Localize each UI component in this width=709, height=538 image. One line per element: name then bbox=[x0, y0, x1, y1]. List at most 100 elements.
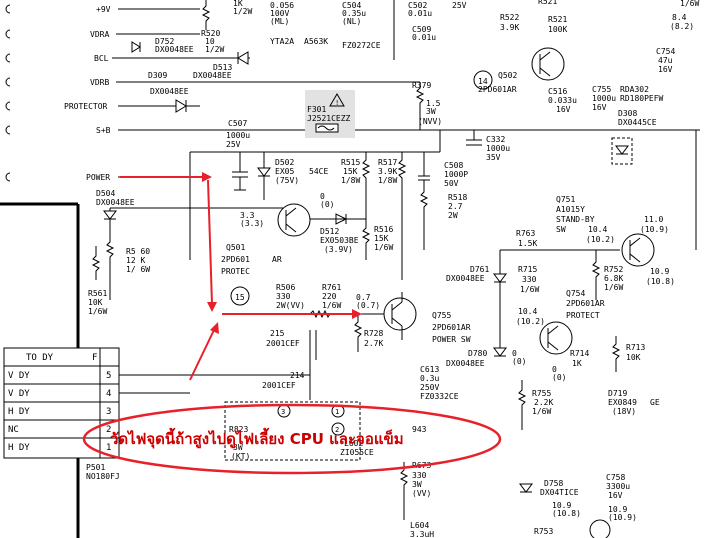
svg-text:NO180FJ: NO180FJ bbox=[86, 472, 120, 481]
svg-text:C758: C758 bbox=[606, 473, 625, 482]
svg-text:DX0048EE: DX0048EE bbox=[155, 45, 194, 54]
svg-text:10K: 10K bbox=[88, 298, 103, 307]
svg-text:(10.8): (10.8) bbox=[552, 509, 581, 518]
svg-text:1K: 1K bbox=[233, 0, 243, 8]
resistor-r752: R752 6.8K 1/6W bbox=[591, 250, 623, 300]
resistor-r755: R755 2.2K 1/6W bbox=[517, 380, 553, 430]
terminal-sb: S+B bbox=[5, 125, 700, 135]
svg-text:0.01u: 0.01u bbox=[408, 9, 432, 18]
svg-text:10.9: 10.9 bbox=[552, 501, 571, 510]
svg-text:R761: R761 bbox=[322, 283, 341, 292]
svg-text:D512: D512 bbox=[320, 227, 339, 236]
diode-d758: D758 DX04TICE 10.9 (10.8) bbox=[519, 479, 581, 518]
test-point-15: 15 bbox=[230, 286, 250, 306]
svg-text:A1015Y: A1015Y bbox=[556, 205, 585, 214]
connector-to-dy: TO DY F V DY 5 V DY 4 H DY 3 NC 2 H DY 1 bbox=[3, 347, 120, 459]
svg-text:GE: GE bbox=[650, 398, 660, 407]
annotation-ellipse: วัดไฟจุดนี้ถ้าสูงไปดูไฟเลี้ยง CPU และจอแ… bbox=[82, 403, 502, 475]
svg-text:R823: R823 bbox=[229, 425, 248, 434]
connector-row-name: H DY bbox=[8, 407, 30, 417]
svg-text:2PD601AR: 2PD601AR bbox=[432, 323, 471, 332]
svg-text:250V: 250V bbox=[420, 383, 439, 392]
svg-text:1000u: 1000u bbox=[486, 144, 510, 153]
svg-text:1/6W: 1/6W bbox=[604, 283, 623, 292]
svg-text:10.9: 10.9 bbox=[608, 505, 627, 514]
svg-text:D758: D758 bbox=[544, 479, 563, 488]
capacitor-c613: C613 0.3u 250V FZ0332CE bbox=[420, 365, 459, 401]
svg-text:16V: 16V bbox=[608, 491, 623, 500]
zener-d308 bbox=[611, 137, 633, 165]
svg-text:3.9K: 3.9K bbox=[500, 23, 519, 32]
svg-text:1K: 1K bbox=[572, 359, 582, 368]
capacitor-c758: C758 3300u 16V 10.9 (10.9) bbox=[606, 473, 637, 522]
connector-row-pin: 2 bbox=[106, 425, 111, 435]
svg-text:1: 1 bbox=[335, 408, 339, 416]
svg-text:3W: 3W bbox=[233, 443, 243, 452]
resistor-r715: R715 330 1/6W bbox=[518, 265, 539, 294]
svg-text:P501: P501 bbox=[86, 463, 105, 472]
svg-text:C509: C509 bbox=[412, 25, 431, 34]
svg-text:0.056: 0.056 bbox=[270, 1, 294, 10]
svg-text:15: 15 bbox=[235, 293, 245, 302]
svg-text:R714: R714 bbox=[570, 349, 589, 358]
svg-text:RDA302: RDA302 bbox=[620, 85, 649, 94]
svg-text:54CE: 54CE bbox=[309, 167, 328, 176]
svg-text:0.35u: 0.35u bbox=[342, 9, 366, 18]
zener-d719: D719 EX0849 GE (18V) bbox=[608, 389, 660, 416]
annotation-arrows bbox=[120, 172, 362, 381]
svg-text:1/6W: 1/6W bbox=[322, 301, 341, 310]
svg-text:Q502: Q502 bbox=[498, 71, 517, 80]
terminal-protector: PROTECTOR bbox=[5, 101, 200, 111]
svg-text:EX0503BE: EX0503BE bbox=[320, 236, 359, 245]
svg-text:C502: C502 bbox=[408, 1, 427, 10]
connector-pin-header: F bbox=[92, 353, 97, 363]
svg-text:943: 943 bbox=[412, 425, 427, 434]
resistor-r560: R5 60 12 K 1/ 6W bbox=[105, 219, 150, 300]
connector-row-name: V DY bbox=[8, 371, 30, 381]
svg-text:(ML): (ML) bbox=[270, 17, 289, 26]
svg-text:(KT): (KT) bbox=[231, 452, 250, 461]
svg-text:R763: R763 bbox=[516, 229, 535, 238]
svg-text:1/6W: 1/6W bbox=[680, 0, 699, 8]
svg-text:DX0048EE: DX0048EE bbox=[150, 87, 189, 96]
svg-text:2.2K: 2.2K bbox=[534, 398, 553, 407]
svg-text:D752: D752 bbox=[155, 37, 174, 46]
svg-text:16V: 16V bbox=[592, 103, 607, 112]
svg-text:D780: D780 bbox=[468, 349, 487, 358]
connector-title: TO DY bbox=[26, 353, 54, 363]
svg-text:3.3uH: 3.3uH bbox=[410, 530, 434, 538]
zener-d512: 0 (0) D512 EX0503BE (3.9V) bbox=[310, 192, 366, 254]
resistor-r515: R515 15K 1/8W bbox=[341, 152, 371, 220]
svg-text:R516: R516 bbox=[374, 225, 393, 234]
svg-text:ZI055CE: ZI055CE bbox=[340, 448, 374, 457]
svg-text:DX0048EE: DX0048EE bbox=[446, 359, 485, 368]
svg-text:(3.9V): (3.9V) bbox=[324, 245, 353, 254]
svg-text:R518: R518 bbox=[448, 193, 467, 202]
svg-text:1/6W: 1/6W bbox=[88, 307, 107, 316]
svg-text:DX0048EE: DX0048EE bbox=[193, 71, 232, 80]
connector-row-name: H DY bbox=[8, 443, 30, 453]
svg-text:FZ0272CE: FZ0272CE bbox=[342, 41, 381, 50]
svg-text:1/6W: 1/6W bbox=[532, 407, 551, 416]
svg-text:0.01u: 0.01u bbox=[412, 33, 436, 42]
svg-text:2W: 2W bbox=[448, 211, 458, 220]
svg-text:L604: L604 bbox=[410, 521, 429, 530]
svg-text:DX0048EE: DX0048EE bbox=[446, 274, 485, 283]
svg-text:R728: R728 bbox=[364, 329, 383, 338]
transistor-q751: Q751 A1015Y STAND-BY SW 10.4 (10.2) 11.0… bbox=[556, 195, 675, 286]
connector-row-pin: 3 bbox=[106, 407, 111, 417]
svg-text:Q501: Q501 bbox=[226, 243, 245, 252]
diode-d780: D780 DX0048EE bbox=[446, 282, 507, 368]
svg-text:215: 215 bbox=[270, 329, 285, 338]
svg-text:2W(VV): 2W(VV) bbox=[276, 301, 305, 310]
svg-text:0.033u: 0.033u bbox=[548, 96, 577, 105]
resistor-r728: R728 2.7K bbox=[353, 314, 383, 352]
svg-text:(0): (0) bbox=[512, 357, 526, 366]
svg-text:(10.8): (10.8) bbox=[646, 277, 675, 286]
svg-text:1/ 6W: 1/ 6W bbox=[126, 265, 150, 274]
transistor-q502: 14 Q502 2PD601AR bbox=[473, 47, 565, 94]
svg-text:1/2W: 1/2W bbox=[205, 45, 224, 54]
svg-text:15K: 15K bbox=[374, 234, 389, 243]
diode-d513: D513 DX0048EE bbox=[193, 51, 249, 80]
svg-text:47u: 47u bbox=[658, 56, 673, 65]
